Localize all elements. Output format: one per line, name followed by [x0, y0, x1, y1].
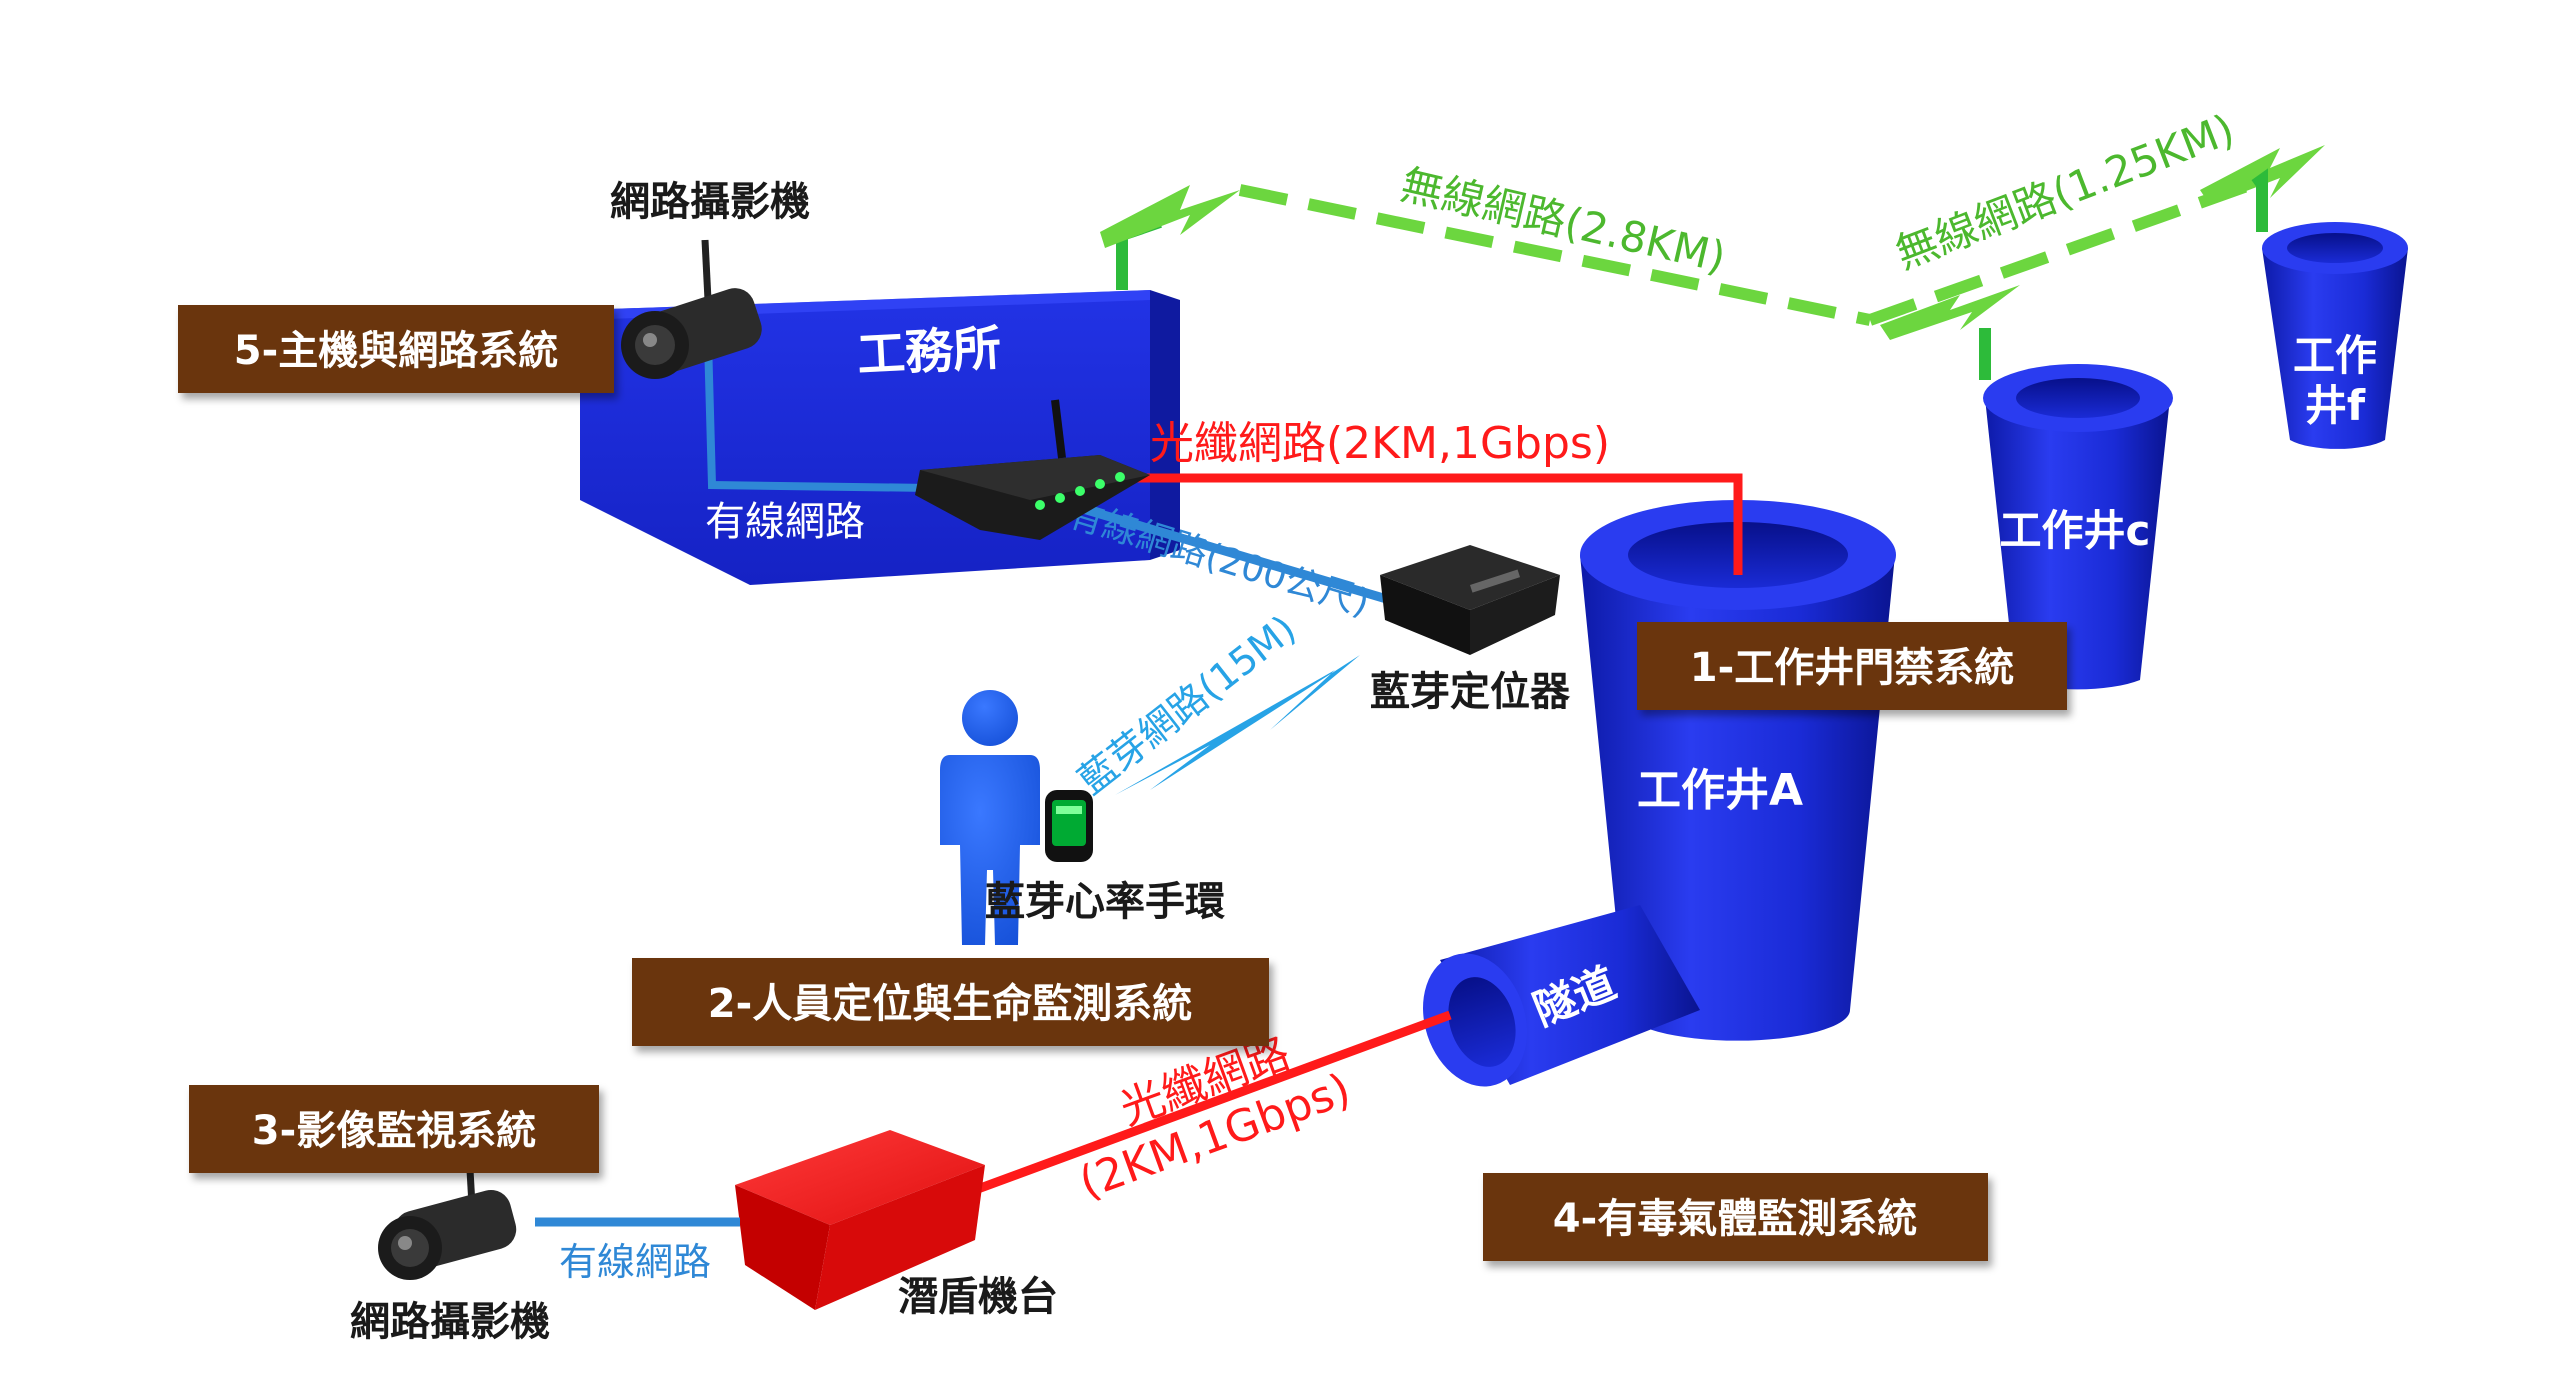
camera-top-label: 網路攝影機: [610, 179, 810, 225]
fiber-top-label: 光纖網路(2KM,1Gbps): [1150, 418, 1610, 469]
wireless-2-8km-label: 無線網路(2.8KM): [1396, 160, 1730, 282]
fiber-top-line: [1120, 473, 1743, 575]
system-1-label: 1-工作井門禁系統: [1690, 645, 2014, 691]
system-box-2: 2-人員定位與生命監測系統: [632, 958, 1269, 1046]
system-3-label: 3-影像監視系統: [252, 1108, 536, 1154]
system-box-5: 5-主機與網路系統: [178, 305, 614, 393]
system-box-3: 3-影像監視系統: [189, 1085, 599, 1173]
shaft-c-label: 工作井c: [2000, 506, 2151, 555]
tbm-machine: [735, 1130, 985, 1310]
shaft-a-label: 工作井A: [1637, 765, 1803, 816]
system-4-label: 4-有毒氣體監測系統: [1553, 1196, 1917, 1242]
bluetooth-locator-icon: [1380, 545, 1560, 655]
fiber-bottom-line: [973, 1010, 1452, 1195]
system-box-1: 1-工作井門禁系統: [1637, 622, 2067, 710]
heart-rate-band-icon: [1045, 790, 1093, 862]
office-label: 工務所: [856, 320, 1003, 383]
shaft-c: [1983, 364, 2173, 690]
office-wired-label: 有線網路: [705, 499, 865, 545]
wired-200m-line: [1078, 503, 1392, 605]
system-5-label: 5-主機與網路系統: [234, 328, 558, 374]
shaft-f: [2262, 222, 2408, 449]
wireless-1-25km-label: 無線網路(1.25KM): [1889, 104, 2241, 278]
bt-15m-label: 藍芽網路(15M): [1070, 607, 1304, 803]
bt-band-label: 藍芽心率手環: [985, 879, 1225, 925]
shaft-f-label-2: 井f: [2305, 381, 2366, 430]
bt-locator-label: 藍芽定位器: [1370, 669, 1571, 715]
router-icon: [915, 399, 1150, 540]
camera-bottom-label: 網路攝影機: [350, 1299, 550, 1345]
ip-camera-icon: [378, 1169, 517, 1280]
system-2-label: 2-人員定位與生命監測系統: [708, 981, 1192, 1027]
person-icon: [940, 690, 1040, 945]
shaft-f-label-1: 工作: [2293, 331, 2377, 380]
system-box-4: 4-有毒氣體監測系統: [1483, 1173, 1988, 1261]
office-wired-line: [704, 339, 931, 492]
camera-wired-label: 有線網路: [559, 1240, 711, 1284]
tbm-label: 潛盾機台: [898, 1274, 1058, 1320]
tunnel: [1423, 905, 1700, 1087]
wireless-links: [1100, 145, 2325, 380]
ip-camera-icon: [621, 239, 762, 379]
